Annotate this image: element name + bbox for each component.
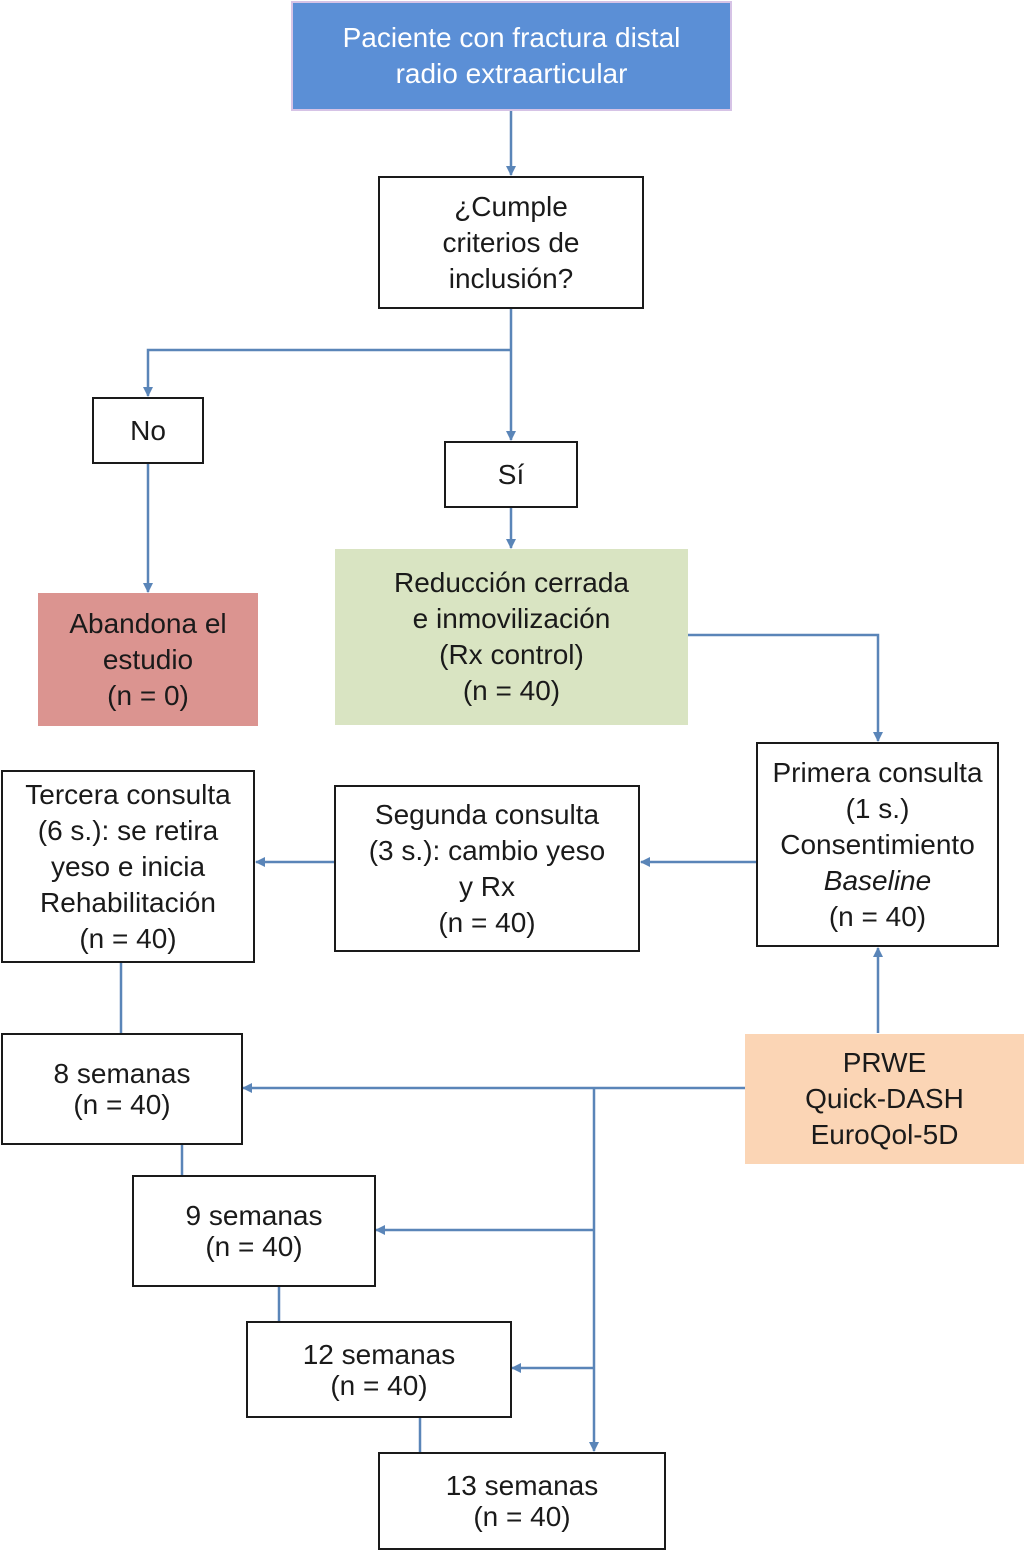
first-visit-line: (1 s.)	[845, 792, 910, 824]
week-9-count: (n = 40)	[205, 1231, 303, 1262]
dropout-line: (n = 0)	[107, 679, 189, 711]
yes-label: Sí	[497, 458, 525, 490]
week-8-label: 8 semanas	[53, 1058, 191, 1089]
reduction-line: e inmovilización	[412, 603, 611, 634]
week-9-label: 9 semanas	[185, 1200, 323, 1231]
week-12-node: 12 semanas (n = 40)	[246, 1321, 512, 1418]
first-visit-line: Consentimiento	[780, 828, 975, 860]
second-visit-line: (3 s.): cambio yeso	[368, 834, 606, 866]
reduction-line: (n = 40)	[462, 675, 561, 706]
week-8-count: (n = 40)	[73, 1089, 171, 1120]
arrow-reduction-to-first-visit	[687, 633, 883, 742]
third-visit-line: (n = 40)	[79, 922, 177, 954]
week-12-count: (n = 40)	[330, 1369, 428, 1401]
reduction-line: (Rx control)	[439, 639, 584, 670]
week-13-count: (n = 40)	[473, 1501, 571, 1532]
questionnaire-prwe: PRWE	[842, 1047, 927, 1078]
second-visit-line: Segunda consulta	[374, 798, 600, 830]
third-visit-line: Tercera consulta	[25, 778, 231, 810]
week-13-label: 13 semanas	[445, 1470, 599, 1501]
third-visit-line: yeso e inicia	[50, 850, 206, 882]
inclusion-question-line: ¿Cumple	[454, 190, 568, 222]
no-node: No	[92, 397, 204, 464]
week-12-label: 12 semanas	[302, 1338, 456, 1370]
inclusion-question-line: criterios de	[442, 226, 580, 258]
questionnaires-node: PRWE Quick-DASH EuroQol-5D	[745, 1034, 1024, 1164]
arrow-question-to-no	[143, 348, 511, 397]
first-visit-baseline: Baseline	[823, 864, 932, 896]
second-visit-line: y Rx	[459, 870, 515, 902]
dropout-node: Abandona el estudio (n = 0)	[38, 593, 258, 726]
week-8-node: 8 semanas (n = 40)	[1, 1033, 243, 1145]
first-visit-node: Primera consulta (1 s.) Consentimiento B…	[756, 742, 999, 947]
week-9-node: 9 semanas (n = 40)	[132, 1175, 376, 1287]
no-label: No	[130, 414, 166, 446]
start-node-line: Paciente con fractura distal	[342, 22, 681, 53]
start-node: Paciente con fractura distal radio extra…	[291, 1, 732, 111]
reduction-node: Reducción cerrada e inmovilización (Rx c…	[335, 549, 688, 725]
third-visit-node: Tercera consulta (6 s.): se retira yeso …	[1, 770, 255, 963]
week-13-node: 13 semanas (n = 40)	[378, 1452, 666, 1550]
start-node-line: radio extraarticular	[395, 58, 628, 89]
first-visit-line: (n = 40)	[828, 900, 927, 932]
first-visit-line: Primera consulta	[772, 756, 983, 788]
second-visit-line: (n = 40)	[438, 906, 536, 938]
third-visit-line: Rehabilitación	[40, 886, 216, 918]
reduction-line: Reducción cerrada	[393, 567, 630, 598]
inclusion-question-line: inclusión?	[448, 262, 574, 294]
questionnaire-euroqol: EuroQol-5D	[810, 1119, 959, 1150]
yes-node: Sí	[444, 441, 578, 508]
third-visit-line: (6 s.): se retira	[37, 814, 219, 846]
second-visit-node: Segunda consulta (3 s.): cambio yeso y R…	[334, 785, 640, 952]
inclusion-question-node: ¿Cumple criterios de inclusión?	[378, 176, 644, 309]
dropout-line: Abandona el	[69, 607, 227, 639]
questionnaire-quick-dash: Quick-DASH	[805, 1083, 964, 1114]
dropout-line: estudio	[102, 643, 194, 675]
